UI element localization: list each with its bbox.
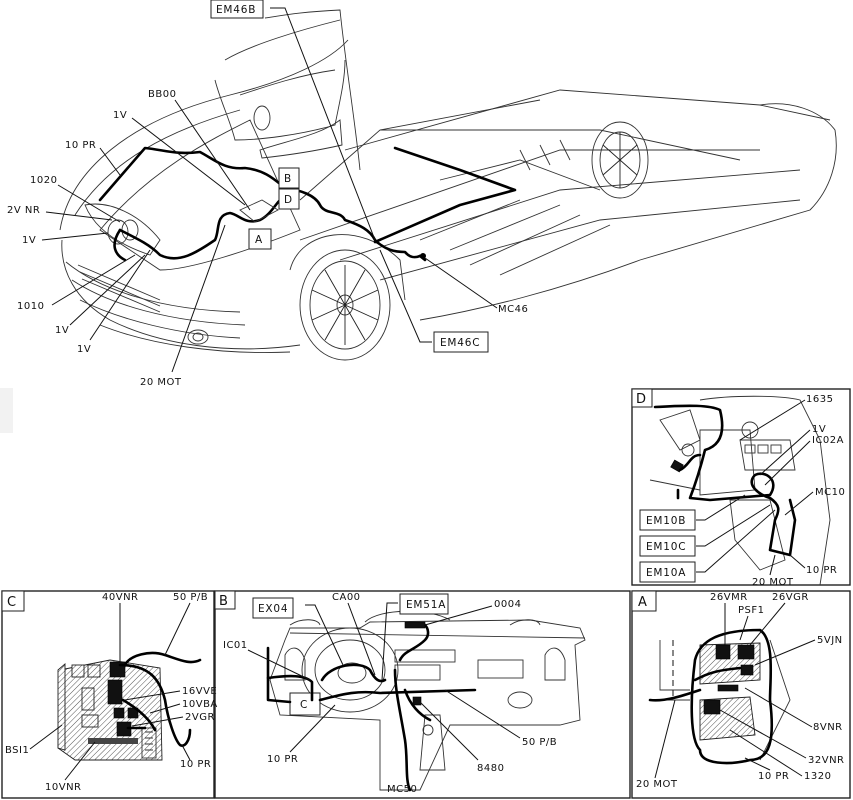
callout-box-b: B <box>278 167 300 189</box>
connector-8480 <box>412 696 422 706</box>
label-em46b: EM46B <box>216 4 256 16</box>
bsi-pin-header <box>88 738 138 744</box>
dashboard-detail <box>269 610 586 791</box>
panel-a-letter: A <box>638 595 647 610</box>
panel-d-letter-box <box>631 388 653 408</box>
panel-a: A 26VMR 26VGR PSF1 5VJN 8VNR <box>631 590 851 799</box>
label-8vnr: 8VNR <box>813 722 843 733</box>
label-a-20mot: 20 MOT <box>636 779 678 790</box>
em10a-box <box>639 561 696 583</box>
fuse-box-detail <box>650 639 791 761</box>
label-ic02a: IC02A <box>812 435 844 446</box>
label-10vnr: 10VNR <box>45 782 82 793</box>
scan-artifact <box>0 388 13 433</box>
em46b-box <box>210 0 264 19</box>
em10c-box <box>639 535 696 557</box>
panel-d: D 1635 1V IC02A MC10 <box>631 388 851 588</box>
panel-d-labels: 1635 1V IC02A MC10 EM10B EM10C EM10A 20 … <box>639 394 845 588</box>
connector-0004 <box>404 621 426 629</box>
panel-b: B C <box>214 590 631 799</box>
label-26vgr: 26VGR <box>772 592 809 603</box>
label-1v-low1: 1V <box>55 325 69 336</box>
mc46-connector <box>420 253 426 259</box>
rear-wheel <box>591 121 649 199</box>
label-b-box-c: C <box>300 699 308 711</box>
em46c-box <box>433 331 489 353</box>
label-1010: 1010 <box>17 301 44 312</box>
bsi-module <box>57 659 163 761</box>
label-8480: 8480 <box>477 763 504 774</box>
panel-a-letter-box <box>631 590 657 612</box>
label-1320: 1320 <box>804 771 831 782</box>
label-em10c: EM10C <box>646 541 686 553</box>
label-bsi1: BSI1 <box>5 745 29 756</box>
label-32vnr: 32VNR <box>808 755 845 766</box>
em51a-box <box>399 593 449 615</box>
label-c-10pr: 10 PR <box>180 759 211 770</box>
label-b-10pr: 10 PR <box>267 754 298 765</box>
panel-c-letter: C <box>7 595 16 610</box>
callout-d-label: D <box>284 194 293 206</box>
label-c-50pb: 50 P/B <box>173 592 208 603</box>
label-ca00: CA00 <box>332 592 361 603</box>
label-psf1: PSF1 <box>738 605 765 616</box>
label-em10b: EM10B <box>646 515 686 527</box>
label-1020: 1020 <box>30 175 57 186</box>
label-10vba: 10VBA <box>182 699 218 710</box>
label-2vgr: 2VGR <box>185 712 215 723</box>
panel-c: C 40VNR 50 P/B 16VVE <box>1 590 218 799</box>
label-20mot: 20 MOT <box>140 377 182 388</box>
label-mc46: MC46 <box>498 304 528 315</box>
label-0004: 0004 <box>494 599 521 610</box>
label-26vmr: 26VMR <box>710 592 748 603</box>
label-d-20mot: 20 MOT <box>752 577 794 588</box>
label-16vve: 16VVE <box>182 686 217 697</box>
front-wheel <box>289 234 406 361</box>
callout-box-a: A <box>248 228 272 250</box>
car-body-outline <box>59 9 837 361</box>
ex04-box <box>252 597 294 619</box>
label-ic01: IC01 <box>223 640 248 651</box>
label-a-10pr: 10 PR <box>758 771 789 782</box>
label-1635: 1635 <box>806 394 833 405</box>
panel-b-letter-box <box>214 590 236 610</box>
label-1v-top: 1V <box>113 110 127 121</box>
callout-b-label: B <box>284 173 292 185</box>
label-em46c: EM46C <box>440 337 480 349</box>
label-mc10: MC10 <box>815 487 845 498</box>
label-5vjn: 5VJN <box>817 635 843 646</box>
label-d-1v: 1V <box>812 424 826 435</box>
main-view-labels: EM46B BB00 1V 10 PR 1020 2V NR 1V 1010 1… <box>7 0 528 388</box>
label-em10a: EM10A <box>646 567 686 579</box>
panel-c-labels: 40VNR 50 P/B 16VVE 10VBA 2VGR BSI1 10VNR… <box>5 592 218 793</box>
panel-c-letter-box <box>1 590 25 612</box>
em10b-box <box>639 509 696 531</box>
label-ex04: EX04 <box>258 603 288 615</box>
label-d-10pr: 10 PR <box>806 565 837 576</box>
label-em51a: EM51A <box>406 599 446 611</box>
panel-b-c-box: C <box>289 692 321 716</box>
label-1v-left: 1V <box>22 235 36 246</box>
callout-a-label: A <box>255 234 263 246</box>
label-bb00: BB00 <box>148 89 176 100</box>
label-1v-low2: 1V <box>77 344 91 355</box>
main-car-view: B D A EM46B BB00 1V 10 PR 1020 2V NR <box>0 0 837 433</box>
panel-b-letter: B <box>219 594 228 609</box>
callout-box-d: D <box>278 188 300 210</box>
main-harness <box>98 146 517 262</box>
label-2vnr: 2V NR <box>7 205 40 216</box>
panel-a-labels: 26VMR 26VGR PSF1 5VJN 8VNR 32VNR 1320 10… <box>636 592 845 790</box>
panel-d-letter: D <box>636 392 646 407</box>
label-40vnr: 40VNR <box>102 592 139 603</box>
label-10pr: 10 PR <box>65 140 96 151</box>
panel-b-labels: EX04 CA00 EM51A 0004 IC01 10 PR 50 P/B 8… <box>223 592 557 795</box>
label-b-50pb: 50 P/B <box>522 737 557 748</box>
label-mc50: MC50 <box>387 784 417 795</box>
